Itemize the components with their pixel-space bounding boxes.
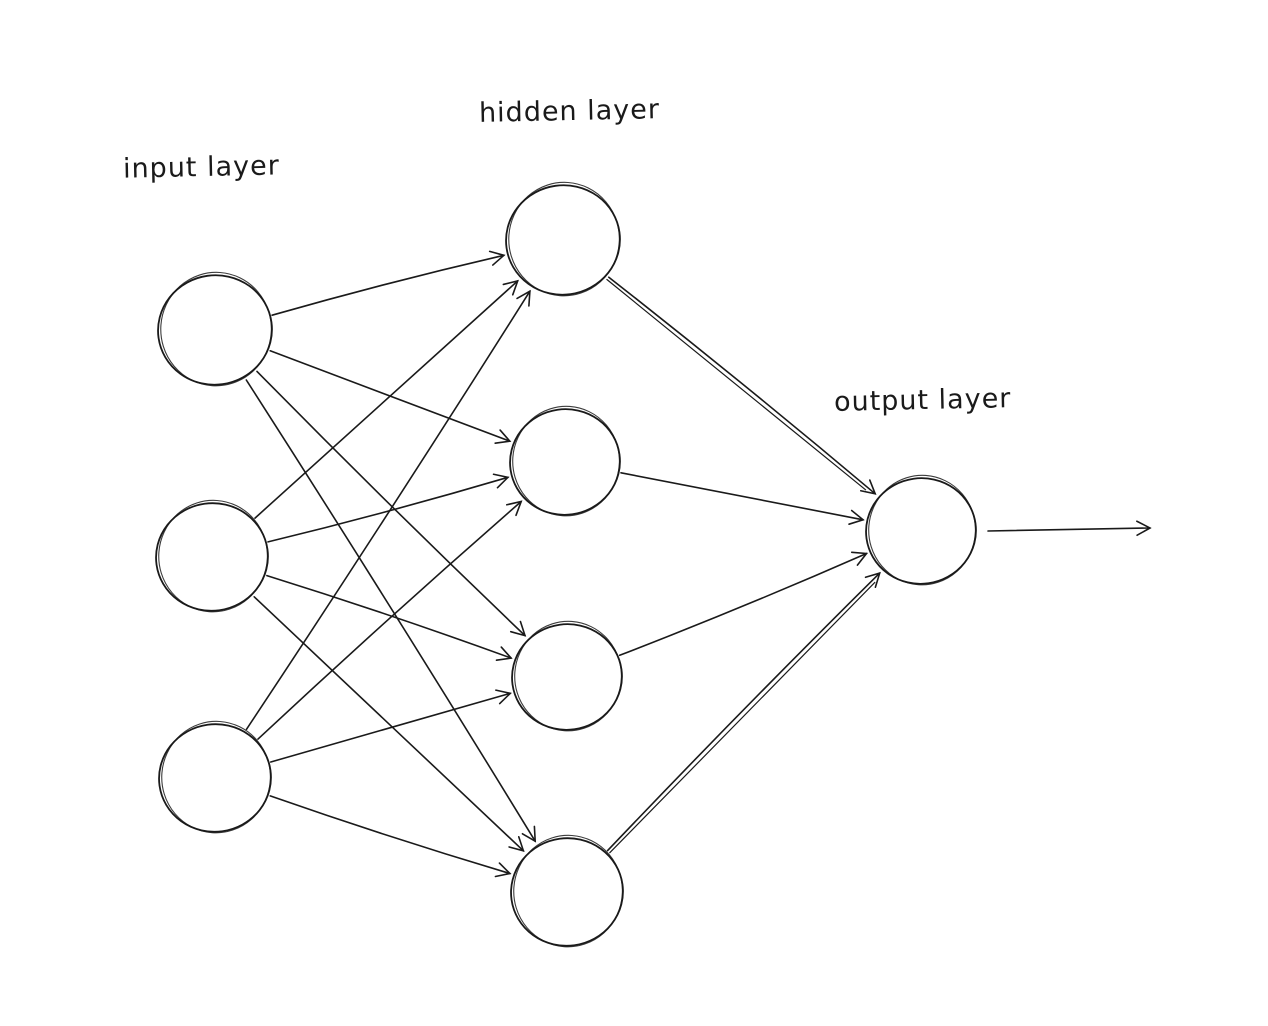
edge-i2-h4 (253, 596, 525, 852)
input-layer-label: input layer (122, 150, 281, 185)
node-i3 (158, 723, 272, 833)
node-h2 (509, 408, 621, 516)
edge-i3-h2 (257, 500, 523, 740)
node-sketch-stroke (161, 720, 271, 834)
edge-h2-o1 (620, 472, 865, 525)
node-sketch-stroke (160, 271, 272, 387)
edge-h1-o1 (608, 276, 877, 495)
edge-sketch-stroke (606, 278, 867, 491)
nodes-group (155, 181, 977, 948)
edge-h3-o1 (618, 551, 869, 657)
node-o1 (865, 477, 977, 585)
node-sketch-stroke (868, 474, 976, 586)
edge-i1-h4 (245, 379, 537, 843)
node-sketch-stroke (513, 834, 623, 948)
hidden-layer-label: hidden layer (478, 94, 661, 129)
edge-i1-h1 (271, 250, 506, 316)
edge-i1-h3 (256, 370, 527, 637)
node-sketch-stroke (514, 620, 622, 732)
edge-h4-o1 (606, 571, 881, 852)
edge-i2-h3 (266, 574, 513, 662)
output-layer-label: output layer (833, 383, 1012, 418)
edge-i2-h1 (254, 279, 519, 519)
node-i2 (155, 502, 269, 612)
edge-i3-h3 (270, 689, 512, 763)
edge-i3-h4 (269, 795, 512, 878)
node-sketch-stroke (508, 181, 620, 297)
edge-sketch-stroke (609, 581, 876, 854)
node-sketch-stroke (158, 499, 268, 613)
output-arrow (987, 520, 1152, 537)
node-sketch-stroke (512, 405, 620, 517)
node-h1 (505, 184, 621, 296)
edges-group (245, 250, 1152, 878)
edge-i2-h2 (267, 473, 510, 543)
edge-i3-h1 (245, 289, 531, 731)
